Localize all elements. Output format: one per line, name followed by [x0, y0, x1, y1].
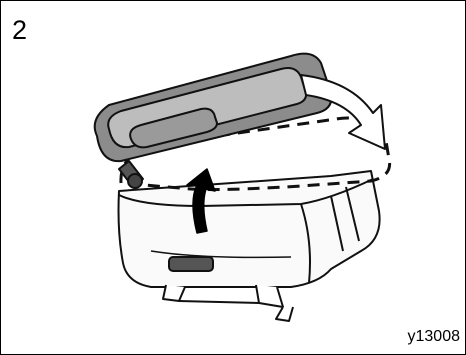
- seat-back: [95, 54, 332, 188]
- seat-cushion: [119, 171, 380, 321]
- release-handle-icon: [169, 257, 213, 271]
- figure-code: y13008: [408, 329, 461, 345]
